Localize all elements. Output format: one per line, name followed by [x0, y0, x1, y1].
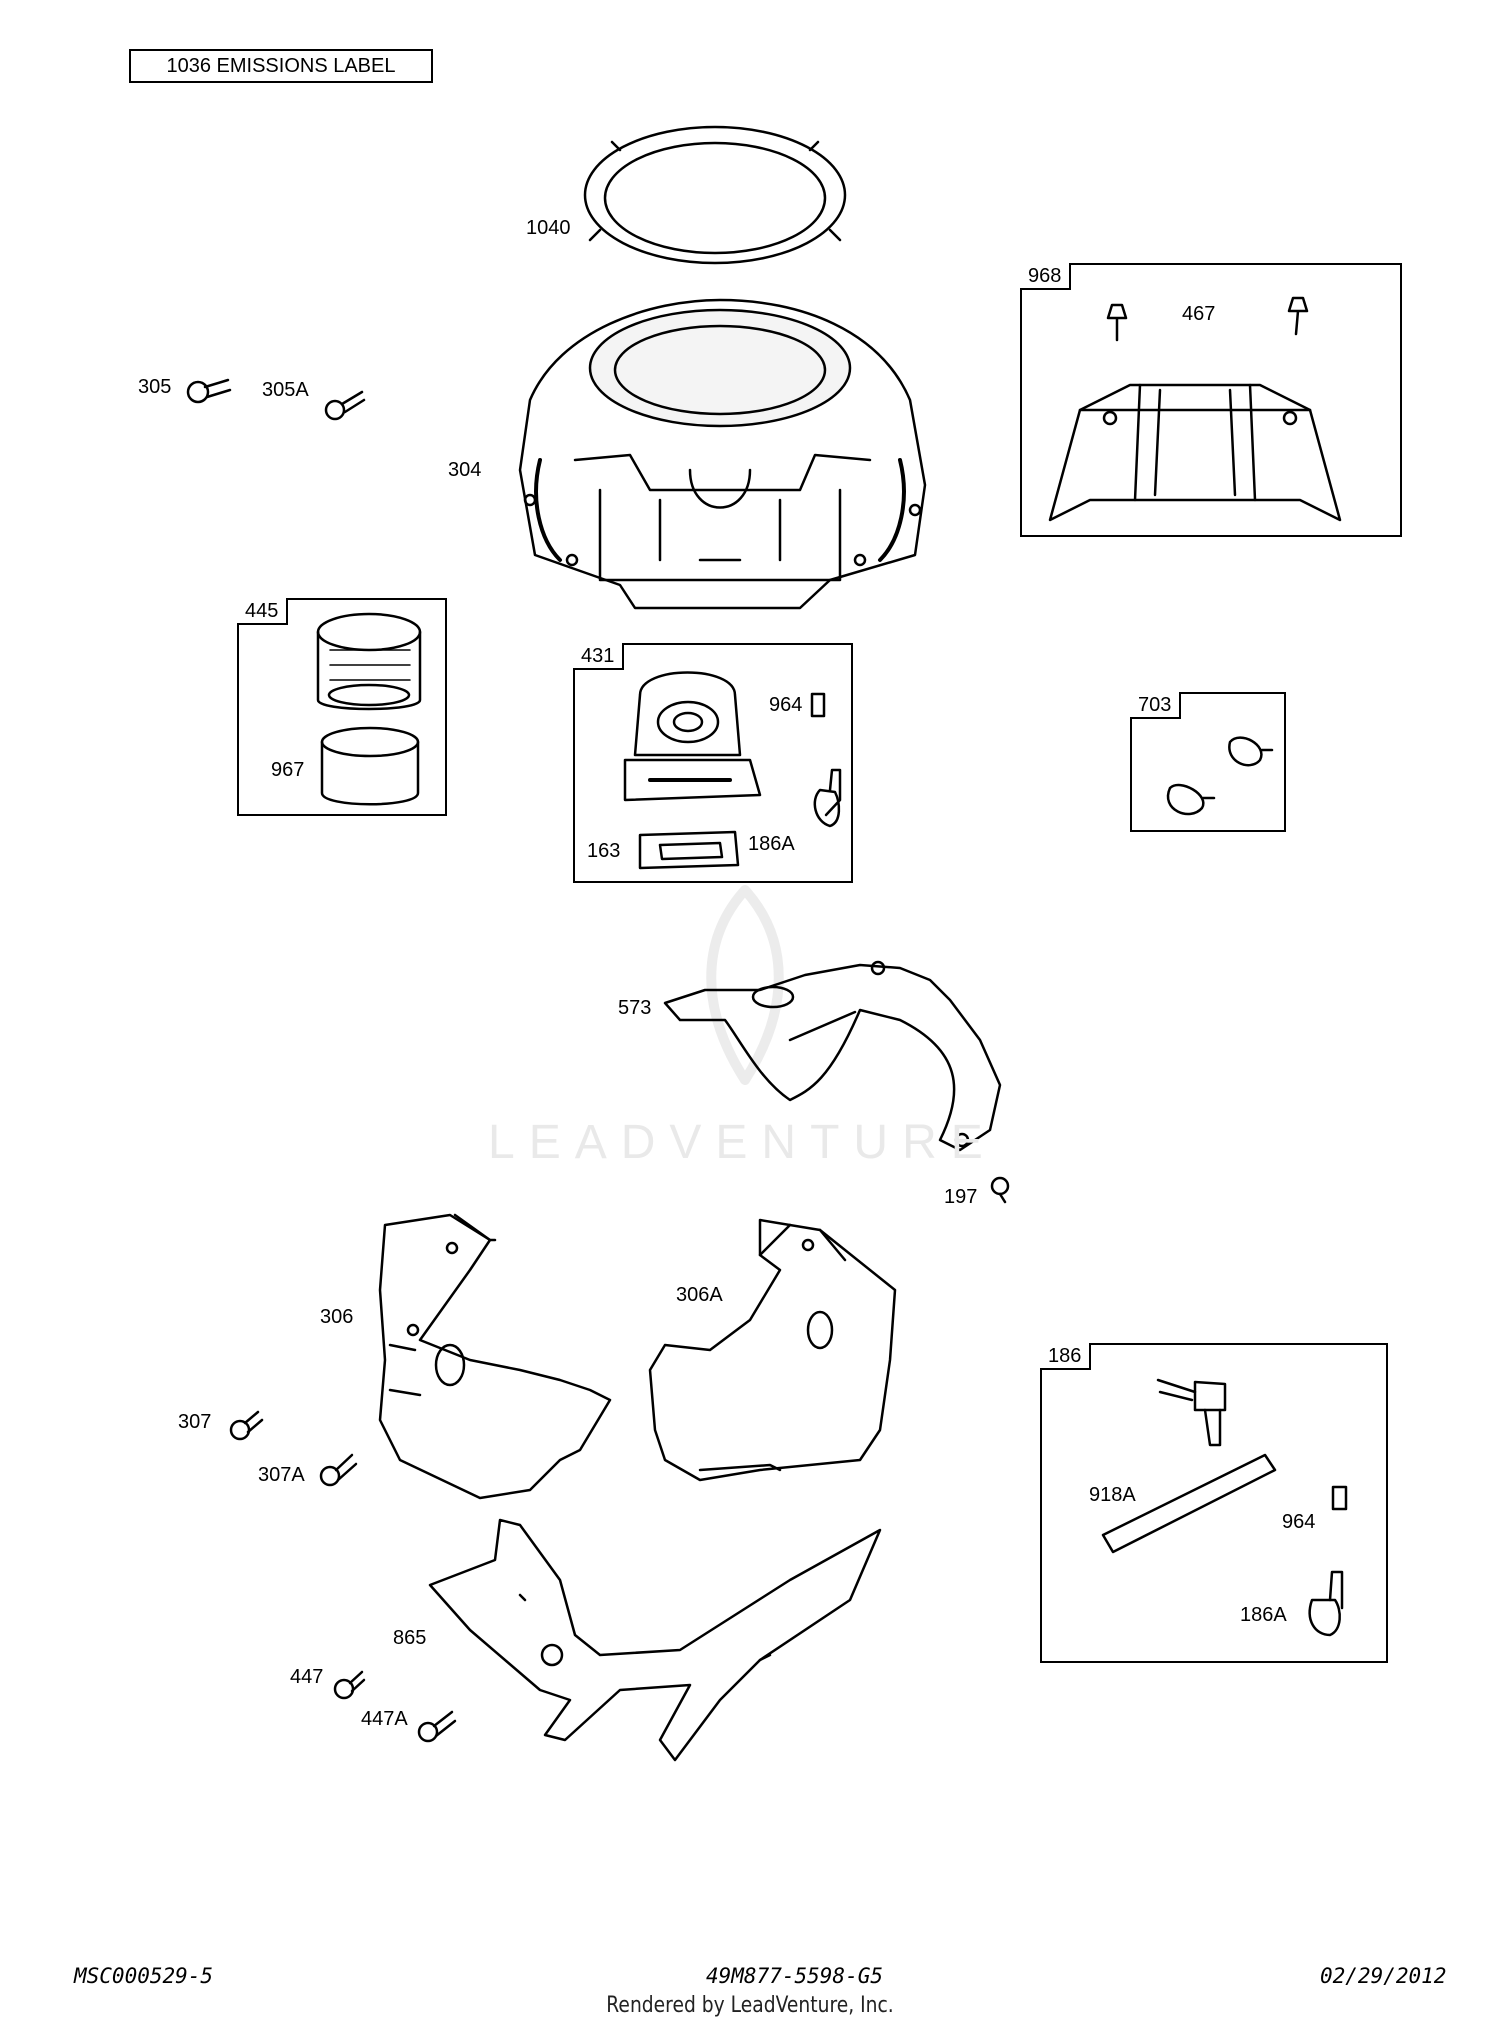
- breather-186a-icon: [813, 768, 842, 828]
- rendered-by-credit: Rendered by LeadVenture, Inc.: [606, 1993, 894, 2018]
- part-label-447: 447: [290, 1666, 324, 1688]
- kit-tag-968: 968: [1020, 263, 1072, 290]
- screw-467b-icon: [1287, 296, 1309, 336]
- part-label-186a: 186A: [748, 833, 795, 855]
- part-label-304: 304: [448, 459, 482, 481]
- part-label-573: 573: [618, 997, 652, 1019]
- part-label-964: 964: [769, 694, 803, 716]
- part-label-865: 865: [393, 1627, 427, 1649]
- footer-diagram-id: MSC000529-5: [74, 1964, 214, 1988]
- kit-box-186: 186 918A 964 186A: [1040, 1343, 1388, 1663]
- part-label-964-b: 964: [1282, 1511, 1316, 1533]
- kit-tag-186: 186: [1040, 1343, 1092, 1370]
- bolt-305a-icon: [324, 390, 366, 421]
- screw-467a-icon: [1106, 303, 1128, 342]
- ring-1040: [583, 125, 847, 265]
- part-label-307: 307: [178, 1411, 212, 1433]
- shroud-306: [378, 1213, 612, 1500]
- kit-tag-703: 703: [1130, 692, 1182, 719]
- footer-date: 02/29/2012: [1320, 1964, 1447, 1988]
- plate-865: [428, 1518, 882, 1762]
- breather-186a-b-icon: [1308, 1570, 1344, 1637]
- part-label-305: 305: [138, 376, 172, 398]
- part-label-186a-b: 186A: [1240, 1604, 1287, 1626]
- part-label-305a: 305A: [262, 379, 309, 401]
- emissions-label: 1036 EMISSIONS LABEL: [129, 49, 433, 83]
- breather-186-icon: [1156, 1378, 1227, 1447]
- watermark-flame-icon: [706, 885, 784, 1085]
- bolt-447-icon: [333, 1670, 366, 1700]
- part-label-197: 197: [944, 1186, 978, 1208]
- kit-box-445: 445 967: [237, 598, 447, 816]
- bolt-305-icon: [186, 378, 232, 404]
- bolt-447a-icon: [417, 1710, 457, 1743]
- seal-964b-icon: [1331, 1485, 1348, 1511]
- part-label-447a: 447A: [361, 1708, 408, 1730]
- screw-197-icon: [990, 1176, 1010, 1204]
- kit-tag-431: 431: [573, 643, 625, 670]
- air-filter-445: [316, 612, 422, 711]
- part-label-306: 306: [320, 1306, 354, 1328]
- part-label-918a: 918A: [1089, 1484, 1136, 1506]
- part-label-163: 163: [587, 840, 621, 862]
- part-label-307a: 307A: [258, 1464, 305, 1486]
- seal-964-icon: [810, 692, 826, 718]
- part-label-1040: 1040: [526, 217, 571, 239]
- part-label-306a: 306A: [676, 1284, 723, 1306]
- cover-968: [1048, 383, 1342, 522]
- air-cleaner-base-431: [623, 671, 762, 802]
- kit-tag-445: 445: [237, 598, 289, 625]
- shroud-306a: [648, 1218, 897, 1482]
- footer-model-number: 49M877-5598-G5: [706, 1964, 884, 1988]
- part-label-467: 467: [1182, 303, 1216, 325]
- kit-box-703: 703: [1130, 692, 1286, 832]
- hose-918a-icon: [1101, 1453, 1277, 1554]
- kit-box-431: 431 964 163 186A: [573, 643, 853, 883]
- baffle-573: [663, 960, 1002, 1152]
- bolt-307-icon: [229, 1410, 264, 1441]
- part-label-967: 967: [271, 759, 305, 781]
- watermark-text: LEADVENTURE: [488, 1116, 997, 1169]
- kit-box-968: 968 467: [1020, 263, 1402, 537]
- clip-703a-icon: [1228, 736, 1274, 767]
- blower-housing-304: [518, 298, 927, 610]
- bolt-307a-icon: [319, 1453, 358, 1487]
- gasket-163: [638, 830, 740, 870]
- clip-703b-icon: [1166, 783, 1216, 816]
- pre-cleaner-967: [320, 726, 420, 806]
